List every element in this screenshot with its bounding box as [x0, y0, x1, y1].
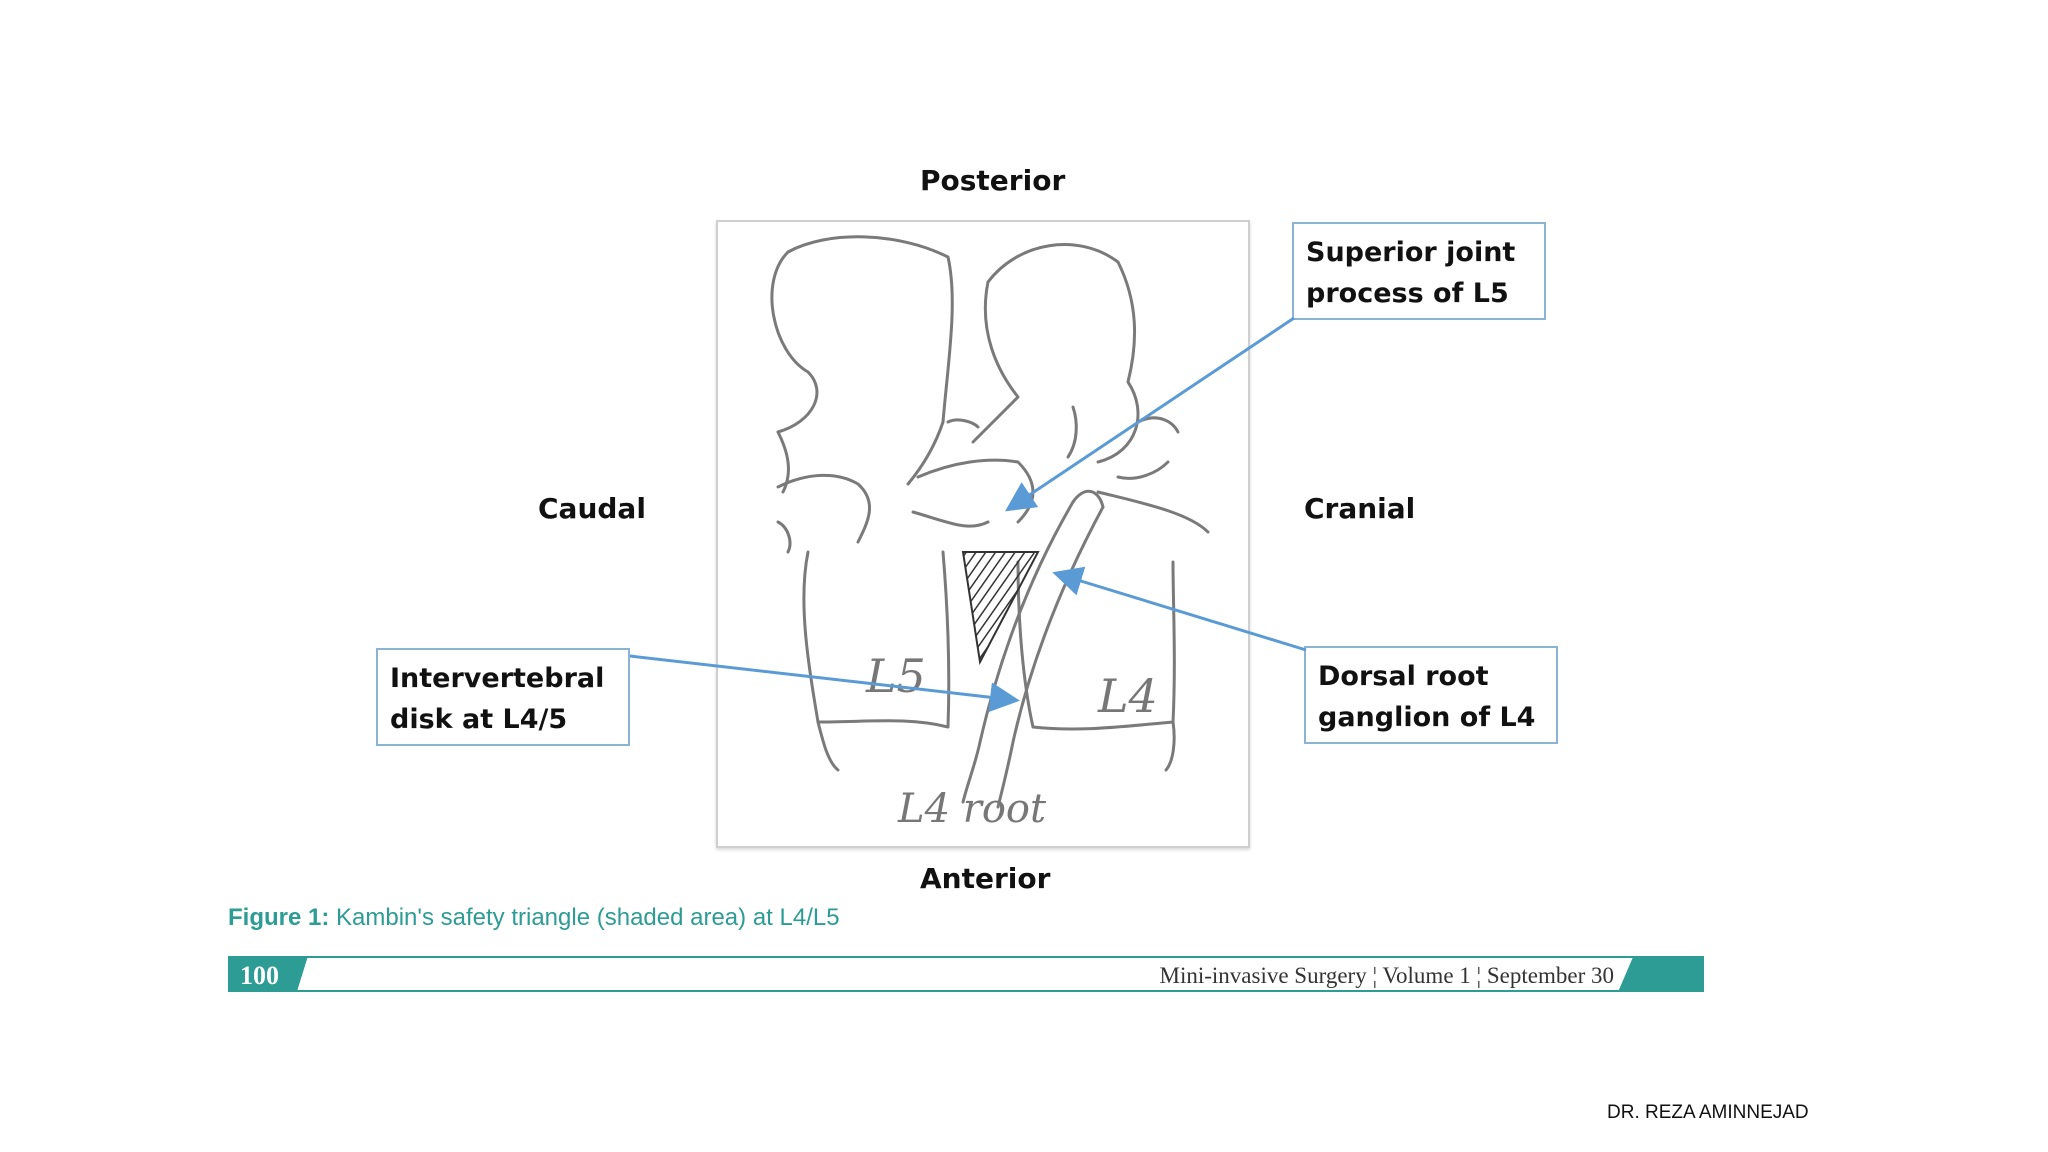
figure-caption-label: Figure 1: — [228, 904, 330, 931]
left-facet-outline — [786, 235, 954, 486]
vertebrae-drawing: L5 L4 L4 root — [770, 235, 1210, 832]
journal-citation: Mini-invasive Surgery ¦ Volume 1 ¦ Septe… — [1159, 963, 1614, 988]
right-facet-outline — [986, 243, 1140, 464]
callout-disk-line-1: Intervertebral — [390, 663, 605, 694]
spine-sketch: L5 L4 L4 root — [716, 220, 1250, 848]
sketch-label-l4-root: L4 root — [897, 786, 1047, 832]
kambin-triangle-shaded — [961, 551, 1040, 666]
footer-page-box — [228, 956, 308, 992]
page-number: 100 — [240, 961, 279, 990]
journal-footer-bar: 100 Mini-invasive Surgery ¦ Volume 1 ¦ S… — [228, 956, 1704, 992]
callout-superior-line-2: process of L5 — [1306, 278, 1509, 309]
callout-intervertebral-disk: Intervertebral disk at L4/5 — [376, 648, 630, 746]
callout-drg-line-1: Dorsal root — [1318, 661, 1489, 692]
author-credit: DR. REZA AMINNEJAD — [1607, 1102, 1809, 1123]
figure-caption-text: Kambin's safety triangle (shaded area) a… — [336, 904, 840, 931]
label-cranial: Cranial — [1304, 492, 1416, 525]
callout-disk-line-2: disk at L4/5 — [390, 704, 568, 735]
callout-superior-joint-process: Superior joint process of L5 — [1292, 222, 1546, 320]
label-posterior: Posterior — [920, 164, 1066, 197]
sketch-label-l5: L5 — [865, 649, 926, 703]
label-caudal: Caudal — [538, 492, 646, 525]
l5-body-outline — [802, 550, 951, 729]
sketch-label-l4: L4 — [1097, 669, 1158, 723]
callout-drg-line-2: ganglion of L4 — [1318, 702, 1536, 733]
label-anterior: Anterior — [920, 862, 1051, 895]
figure-caption: Figure 1: Kambin's safety triangle (shad… — [228, 904, 840, 932]
footer-end-box — [1618, 956, 1704, 992]
callout-superior-line-1: Superior joint — [1306, 237, 1516, 268]
callout-dorsal-root-ganglion: Dorsal root ganglion of L4 — [1304, 646, 1558, 744]
